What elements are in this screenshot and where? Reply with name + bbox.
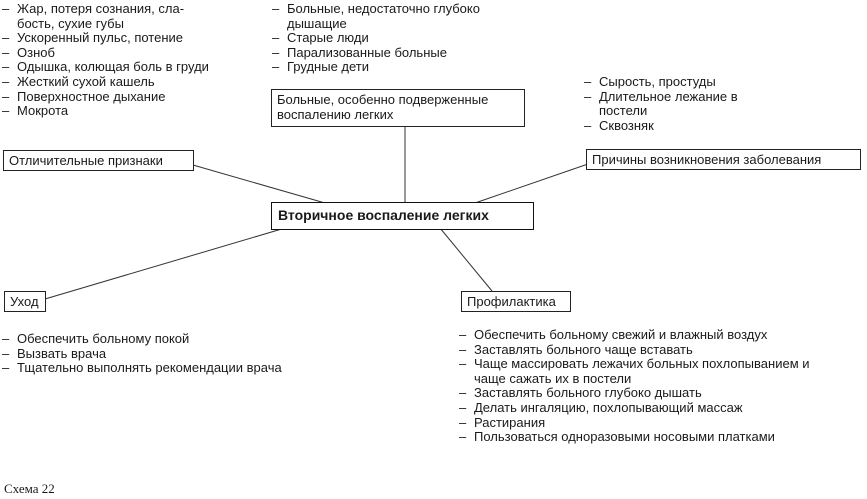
list-item: Ускоренный пульс, потение [2,31,237,46]
prevention-list: Обеспечить больному свежий и влажный воз… [459,327,864,445]
patients-box: Больные, особенно подверженные воспалени… [271,89,525,127]
list-item: Жар, потеря сознания, сла- бость, сухие … [2,1,237,31]
list-item: Грудные дети [272,60,532,75]
care-box: Уход [4,291,46,312]
list-item: Заставлять больного чаще вставать [459,342,864,358]
signs-box: Отличительные признаки [3,150,194,171]
causes-box: Причины возникновения заболевания [586,149,861,170]
list-item: Жесткий сухой кашель [2,74,237,90]
connector-causes [474,163,589,204]
list-item: Заставлять больного глубоко дышать [459,386,864,401]
list-item: Поверхностное дыхание [2,89,237,105]
list-item: Тщательно выполнять рекомендации врача [2,361,362,376]
connector-care [44,227,286,300]
causes-list: Сырость, простудыДлительное лежание в по… [584,74,784,134]
figure-caption: Схема 22 [4,481,55,496]
list-item: Сквозняк [584,118,784,134]
list-item: Мокрота [2,104,237,119]
list-item: Растирания [459,415,864,431]
signs-list: Жар, потеря сознания, сла- бость, сухие … [2,1,237,119]
list-item: Старые люди [272,31,532,46]
list-item: Одышка, колющая боль в груди [2,60,237,75]
center-box: Вторичное воспаление легких [271,202,534,230]
patients-list: Больные, недостаточно глубоко дышащиеСта… [272,1,532,75]
list-item: Сырость, простуды [584,74,784,90]
list-item: Парализованные больные [272,45,532,61]
connector-signs [192,164,326,204]
list-item: Пользоваться одноразовыми носовыми платк… [459,430,864,445]
list-item: Вызвать врача [2,346,362,362]
list-item: Обеспечить больному свежий и влажный воз… [459,327,864,343]
care-list: Обеспечить больному покойВызвать врачаТщ… [2,331,362,376]
list-item: Делать ингаляцию, похлопывающий массаж [459,400,864,416]
list-item: Озноб [2,45,237,61]
list-item: Чаще массировать лежачих больных похлопы… [459,356,864,386]
prevention-box: Профилактика [461,291,571,312]
list-item: Длительное лежание в постели [584,89,784,119]
list-item: Обеспечить больному покой [2,331,362,347]
list-item: Больные, недостаточно глубоко дышащие [272,1,532,31]
connector-prevention [439,227,493,292]
